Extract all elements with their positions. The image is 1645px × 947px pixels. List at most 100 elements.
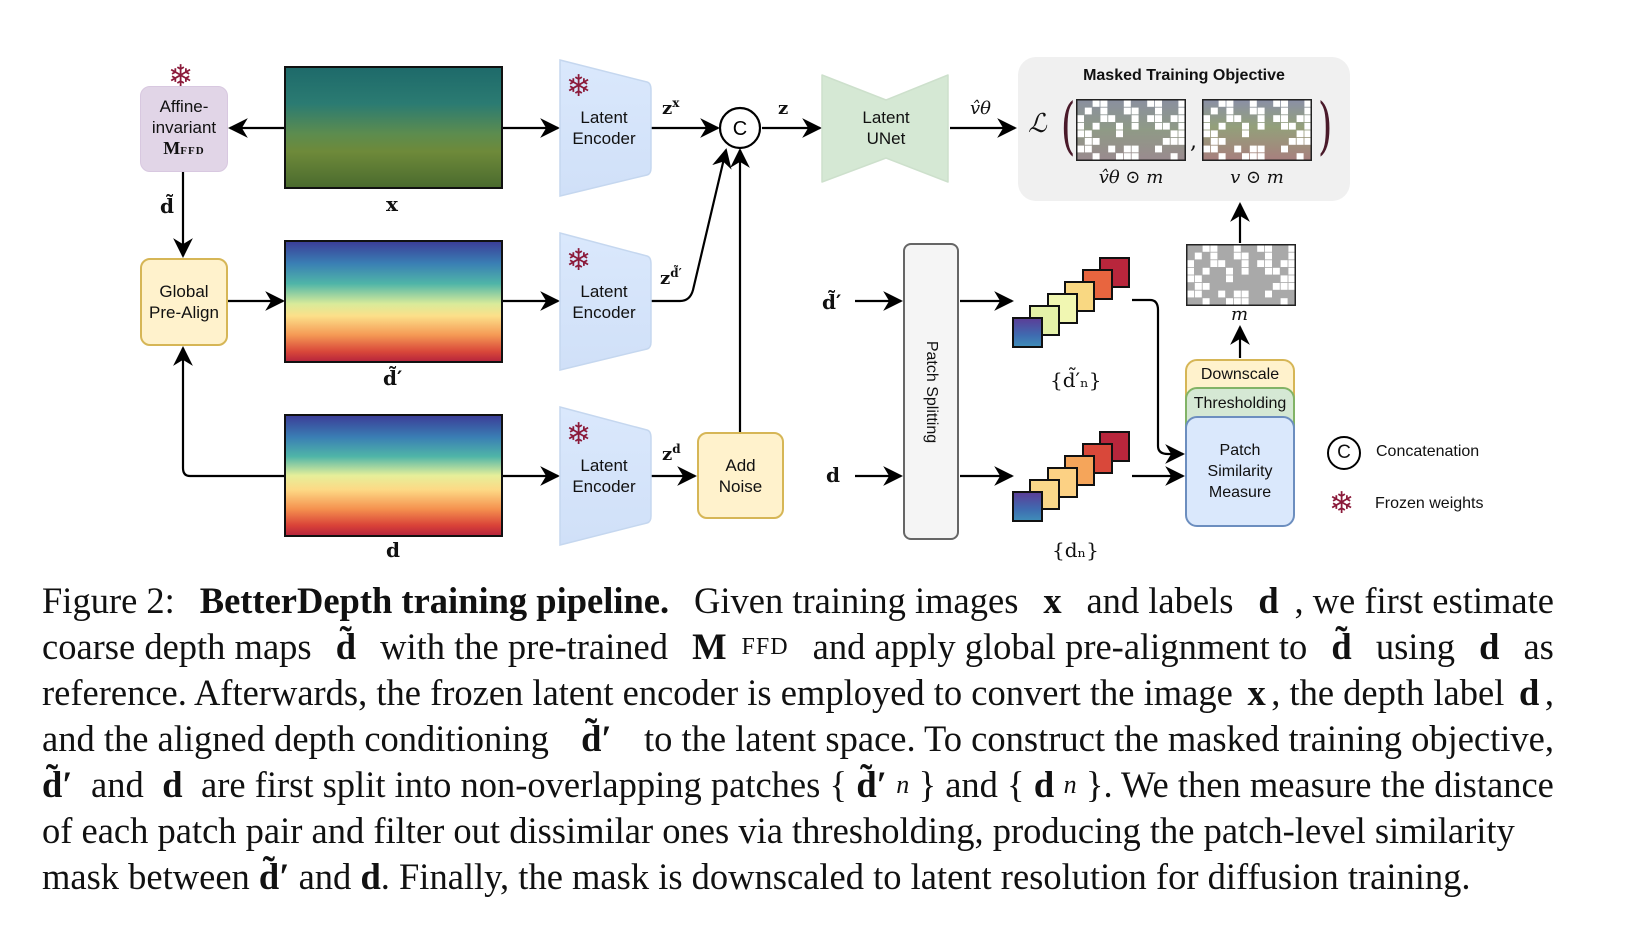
mask-cell [1170, 115, 1178, 122]
caption-line: Figure 2: BetterDepth training pipeline.… [42, 578, 1554, 624]
mask-cell [1194, 283, 1202, 290]
mask-cell [1281, 122, 1288, 130]
zx-z: z [662, 98, 673, 119]
comma: , [1190, 129, 1197, 154]
caption-segment: and labels [1077, 580, 1243, 621]
mask-cell [1218, 153, 1226, 160]
mask-cell [1092, 122, 1100, 130]
mffd-sub: FFD [180, 145, 205, 157]
caption-segment: are first split into non-overlapping pat… [191, 764, 847, 805]
caption-segment: } and { [918, 764, 1025, 805]
encoder-line1: Latent [580, 456, 628, 475]
mask-cell [1296, 138, 1304, 145]
mask-cell [1210, 245, 1218, 252]
arrow-d-to-prealign [173, 346, 284, 478]
mask-cell [1304, 107, 1312, 115]
mask-cell [1108, 145, 1116, 153]
caption-segment: coarse depth maps [42, 626, 321, 667]
mask-cell [1241, 252, 1249, 260]
mask-cell [1170, 138, 1178, 145]
mask-cell [1084, 107, 1092, 115]
mask-cell [1100, 100, 1108, 107]
mask-cell [1273, 100, 1281, 107]
caption-segment: d̃′ [581, 718, 612, 759]
mask-cell [1210, 260, 1218, 267]
caption-segment: of each patch pair and filter out dissim… [42, 810, 1515, 851]
mask-cell [1194, 290, 1202, 298]
similarity-stack: Downscale Thresholding Patch Similarity … [1185, 359, 1295, 527]
caption-segment: x [1247, 672, 1266, 713]
zdt-sup: d̃′ [670, 266, 682, 280]
zd-sup: d [672, 442, 681, 456]
mask-cell [1178, 130, 1186, 138]
mask-cell [1077, 145, 1084, 153]
image-d [284, 414, 503, 537]
label-d: d [386, 538, 400, 562]
grid-background [1186, 244, 1296, 306]
mask-cell [1155, 100, 1162, 107]
legend-frozen-weights: Frozen weights [1375, 495, 1484, 512]
mask-cell [1288, 283, 1296, 290]
caption-segment: using [1366, 626, 1465, 667]
mask-cell [1123, 153, 1131, 160]
zd-z: z [662, 444, 673, 465]
mask-cell [1147, 115, 1155, 122]
mask-cell [1288, 138, 1296, 145]
mask-cell [1210, 138, 1218, 145]
caption-segment: as [1514, 626, 1554, 667]
measure-line1: Patch [1219, 442, 1261, 459]
mask-cell [1218, 122, 1226, 130]
mask-cell [1178, 107, 1186, 115]
encoder-line2: Encoder [572, 477, 636, 496]
measure-line2: Similarity [1207, 463, 1273, 480]
label-zd-tilde: zd̃′ [660, 266, 682, 289]
mask-cell [1131, 153, 1139, 160]
caption-segment: d [162, 764, 183, 805]
mask-cell [1162, 122, 1170, 130]
mask-cell [1288, 275, 1296, 283]
mask-cell [1226, 275, 1233, 283]
mask-cell [1265, 267, 1272, 275]
mask-cell [1257, 107, 1265, 115]
caption-segment: , [1544, 672, 1554, 713]
label-v-masked: v ⊙ m [1230, 167, 1284, 188]
latent-encoder-3 [559, 406, 652, 546]
caption-segment: M [692, 626, 727, 667]
caption-line: mask between d̃′ and d. Finally, the mas… [42, 854, 1554, 900]
mask-cell [1084, 130, 1092, 138]
label-d-tilde-prime: d̃′ [383, 366, 403, 390]
mask-cell [1281, 145, 1288, 153]
label-zd: zd [662, 442, 681, 465]
affine-line1: Affine- [159, 97, 209, 116]
objective-title: Masked Training Objective [1083, 67, 1285, 84]
mask-cell [1077, 130, 1084, 138]
mask-cell [1304, 115, 1312, 122]
patch-tile [1011, 491, 1043, 522]
mask-cell [1092, 153, 1100, 160]
mask-cell [1092, 138, 1100, 145]
label-patches-d: {dₙ} [1052, 538, 1099, 562]
mask-cell [1257, 245, 1265, 252]
mask-cell [1226, 115, 1234, 122]
mask-cell [1116, 130, 1123, 138]
legend-concatenation: Concatenation [1376, 443, 1480, 460]
left-paren: ( [1060, 89, 1076, 162]
mask-cell [1233, 252, 1241, 260]
caption-segment: d [360, 856, 381, 897]
snowflake-icon: ❄ [566, 243, 592, 278]
mask-cell [1077, 122, 1084, 130]
grid-background [1076, 99, 1186, 161]
mask-cell [1202, 267, 1210, 275]
mask-cell [1203, 145, 1210, 153]
masked-prediction-image [1076, 99, 1186, 161]
mask-cell [1187, 267, 1194, 275]
loss-symbol: ℒ [1028, 109, 1047, 139]
mask-cell [1131, 145, 1139, 153]
caption-segment: and apply global pre-alignment to [803, 626, 1317, 667]
masked-objective-panel: Masked Training Objective ℒ ( ) , v̂θ ⊙ … [1018, 57, 1350, 201]
mask-cell [1249, 100, 1257, 107]
